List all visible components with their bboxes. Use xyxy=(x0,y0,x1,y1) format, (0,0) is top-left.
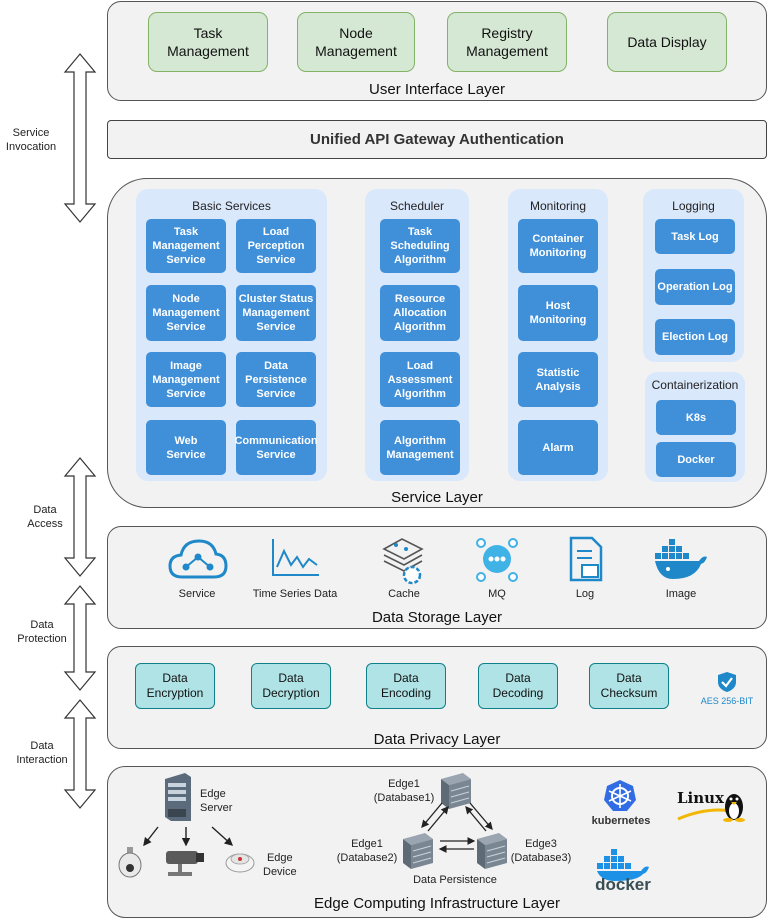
storage-label-image: Image xyxy=(665,588,697,600)
data-encoding: Data Encoding xyxy=(366,663,446,709)
user-interface-layer-title: User Interface Layer xyxy=(369,81,505,98)
resource-allocation-algorithm: Resource Allocation Algorithm xyxy=(380,285,460,341)
cache-icon xyxy=(382,538,424,585)
server-to-device-arrows xyxy=(143,826,234,847)
server-tower-icon xyxy=(165,773,191,821)
task-management-service: Task Management Service xyxy=(146,219,226,273)
linux-tux-icon xyxy=(677,794,745,822)
operation-log: Operation Log xyxy=(655,269,735,305)
protection-arrow-icon xyxy=(63,585,97,691)
data-encryption: Data Encryption xyxy=(135,663,215,709)
containerization-group: Containerization K8s Docker xyxy=(645,372,745,482)
monitoring-title: Monitoring xyxy=(529,199,587,213)
containerization-title: Containerization xyxy=(651,378,739,392)
service-layer-title: Service Layer xyxy=(391,489,483,506)
bullet-camera-icon xyxy=(166,851,204,876)
storage-label-cache: Cache xyxy=(388,588,420,600)
election-log: Election Log xyxy=(655,319,735,355)
api-gateway-bar: Unified API Gateway Authentication xyxy=(107,120,767,159)
edge-device-label: Edge Device xyxy=(263,852,297,878)
ui-node-management: Node Management xyxy=(297,12,415,72)
db-replication-arrows xyxy=(421,802,493,853)
kubernetes-label: kubernetes xyxy=(591,815,651,827)
communication-service: Communication Service xyxy=(234,420,318,475)
storage-label-log: Log xyxy=(575,588,595,600)
data-decoding: Data Decoding xyxy=(478,663,558,709)
cloud-network-icon xyxy=(168,539,228,579)
interaction-arrow-icon xyxy=(63,699,97,809)
dome-camera-icon xyxy=(118,847,142,878)
kubernetes-logo-icon xyxy=(604,780,636,811)
container-monitoring: Container Monitoring xyxy=(518,219,598,273)
web-service: Web Service xyxy=(146,420,226,475)
basic-services-group: Basic Services Task Management Service L… xyxy=(136,189,327,481)
cluster-status-management-service: Cluster Status Management Service xyxy=(236,285,316,341)
user-interface-layer: Task Management Node Management Registry… xyxy=(107,1,767,101)
basic-services-title: Basic Services xyxy=(192,199,271,213)
smoke-detector-icon xyxy=(225,853,255,873)
service-layer: Basic Services Task Management Service L… xyxy=(107,178,767,508)
ui-registry-management: Registry Management xyxy=(447,12,567,72)
data-persistence-service: Data Persistence Service xyxy=(236,352,316,407)
node-management-service: Node Management Service xyxy=(146,285,226,341)
k8s: K8s xyxy=(656,400,736,435)
alarm: Alarm xyxy=(518,420,598,475)
algorithm-management: Algorithm Management xyxy=(380,420,460,475)
storage-label-time-series: Time Series Data xyxy=(252,588,338,600)
load-perception-service: Load Perception Service xyxy=(236,219,316,273)
edge-infrastructure-layer: Edge Server Edge Device Edge1 (Database1… xyxy=(107,766,767,918)
task-scheduling-algorithm: Task Scheduling Algorithm xyxy=(380,219,460,273)
edge-server-label: Edge Server xyxy=(200,788,233,814)
data-storage-layer-title: Data Storage Layer xyxy=(371,609,503,626)
linux-label: Linux xyxy=(677,789,724,807)
logging-group: Logging Task Log Operation Log Election … xyxy=(643,189,744,362)
side-label-protection: Data Protection xyxy=(17,619,67,645)
side-label-access: Data Access xyxy=(27,504,63,530)
docker: Docker xyxy=(656,442,736,477)
scheduler-group: Scheduler Task Scheduling Algorithm Reso… xyxy=(365,189,469,481)
ui-task-management: Task Management xyxy=(148,12,268,72)
storage-label-service: Service xyxy=(178,588,216,600)
line-chart-icon xyxy=(272,539,319,576)
storage-label-mq: MQ xyxy=(488,588,506,600)
side-label-invocation: Service Invocation xyxy=(5,127,57,153)
access-arrow-icon xyxy=(63,457,97,577)
statistic-analysis: Statistic Analysis xyxy=(518,352,598,407)
task-log: Task Log xyxy=(655,219,735,254)
data-decryption: Data Decryption xyxy=(251,663,331,709)
edge-layer-title: Edge Computing Infrastructure Layer xyxy=(314,895,560,912)
logging-title: Logging xyxy=(672,199,715,213)
db-top-label: Edge1 (Database1) xyxy=(373,778,435,804)
side-label-interaction: Data Interaction xyxy=(16,740,68,766)
aes-badge-label: AES 256-BIT xyxy=(700,696,754,706)
data-persistence-label: Data Persistence xyxy=(413,874,497,886)
database-server-icon-right xyxy=(477,833,507,869)
ui-data-display: Data Display xyxy=(607,12,727,72)
data-checksum: Data Checksum xyxy=(589,663,669,709)
docker-whale-icon xyxy=(655,539,707,579)
database-server-icon-left xyxy=(403,833,433,869)
data-privacy-layer-title: Data Privacy Layer xyxy=(373,731,501,748)
scheduler-title: Scheduler xyxy=(389,199,445,213)
db-right-label: Edge3 (Database3) xyxy=(510,838,572,864)
monitoring-group: Monitoring Container Monitoring Host Mon… xyxy=(508,189,608,481)
invocation-arrow-icon xyxy=(63,53,97,223)
image-management-service: Image Management Service xyxy=(146,352,226,407)
database-server-icon-top xyxy=(441,773,471,809)
data-privacy-layer: Data Encryption Data Decryption Data Enc… xyxy=(107,646,767,749)
docker-logo-icon xyxy=(597,849,649,881)
load-assessment-algorithm: Load Assessment Algorithm xyxy=(380,352,460,407)
db-left-label: Edge1 (Database2) xyxy=(336,838,398,864)
host-monitoring: Host Monitoring xyxy=(518,285,598,341)
data-storage-layer: Service Time Series Data Cache MQ Log Im… xyxy=(107,526,767,629)
log-file-icon xyxy=(569,536,603,582)
shield-check-icon xyxy=(718,672,736,692)
message-queue-icon xyxy=(476,538,518,582)
docker-label: docker xyxy=(595,875,651,894)
